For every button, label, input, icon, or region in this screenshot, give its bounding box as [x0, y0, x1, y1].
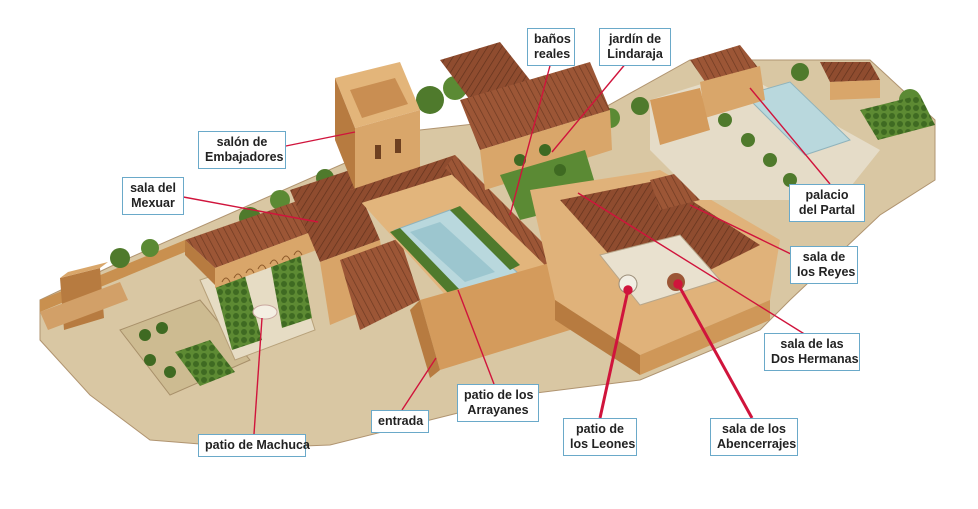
marker-sala-abencerrajes: [673, 279, 683, 289]
upper-block: [440, 42, 612, 220]
label-patio-leones-line2: los Leones: [570, 437, 636, 451]
label-patio-arrayanes: patio de los Arrayanes: [457, 384, 539, 422]
leader-entrada: [401, 357, 437, 411]
leader-sala-reyes: [689, 204, 796, 257]
marker-patio-leones: [623, 285, 633, 295]
label-banos-reales: baños reales: [527, 28, 575, 66]
machuca-garden: [119, 249, 316, 396]
leader-lines: [177, 61, 831, 435]
label-patio-arrayanes-line2: Arrayanes: [467, 403, 529, 417]
leader-palacio-partal: [749, 87, 831, 185]
label-sala-dos-hermanas-line2: Dos Hermanas: [771, 352, 859, 366]
leader-salon-embajadores: [275, 131, 356, 149]
label-palacio-partal-line2: del Partal: [798, 203, 856, 217]
leader-banos-reales: [509, 61, 552, 216]
label-sala-reyes: sala de los Reyes: [790, 246, 858, 284]
label-sala-dos-hermanas-line1: sala de las: [780, 337, 844, 351]
label-sala-abencerrajes-line1: sala de los: [722, 422, 786, 436]
leones-block: [530, 170, 780, 375]
label-jardin-lindaraja: jardín de Lindaraja: [599, 28, 671, 66]
label-sala-mexuar: sala del Mexuar: [122, 177, 184, 215]
label-sala-abencerrajes: sala de los Abencerrajes: [710, 418, 798, 456]
label-patio-leones: patio de los Leones: [563, 418, 637, 456]
leader-sala-mexuar: [177, 195, 319, 223]
label-sala-dos-hermanas: sala de las Dos Hermanas: [764, 333, 860, 371]
label-entrada-line1: entrada: [378, 414, 424, 428]
label-palacio-partal-line1: palacio: [805, 188, 849, 202]
outer-wall: [40, 240, 185, 330]
leader-patio-machuca: [253, 317, 263, 435]
label-patio-leones-line1: patio de: [576, 422, 624, 436]
label-patio-machuca: patio de Machuca: [198, 434, 310, 457]
label-banos-reales-line1: baños: [534, 32, 571, 46]
leader-patio-leones: [598, 289, 630, 419]
label-sala-mexuar-line2: Mexuar: [131, 196, 175, 210]
leader-sala-dos-hermanas: [577, 192, 807, 336]
label-salon-embajadores-line1: salón de: [216, 135, 268, 149]
arrayanes-block: [350, 155, 570, 378]
label-entrada: entrada: [371, 410, 429, 433]
label-banos-reales-line2: reales: [534, 47, 571, 61]
label-sala-abencerrajes-line2: Abencerrajes: [717, 437, 797, 451]
comares-tower: [335, 62, 420, 190]
leader-jardin-lindaraja: [551, 61, 628, 153]
label-jardin-lindaraja-line1: jardín de: [608, 32, 662, 46]
leader-sala-abencerrajes: [676, 283, 754, 419]
label-patio-machuca-line1: patio de Machuca: [205, 438, 310, 452]
label-salon-embajadores: salón de Embajadores: [198, 131, 286, 169]
label-sala-mexuar-line1: sala del: [130, 181, 176, 195]
label-sala-reyes-line2: los Reyes: [797, 265, 856, 279]
partal-area: [650, 45, 935, 200]
label-palacio-partal: palacio del Partal: [789, 184, 865, 222]
leader-patio-arrayanes: [457, 289, 495, 385]
label-jardin-lindaraja-line2: Lindaraja: [607, 47, 663, 61]
label-sala-reyes-line1: sala de: [802, 250, 846, 264]
label-salon-embajadores-line2: Embajadores: [205, 150, 284, 164]
label-patio-arrayanes-line1: patio de los: [464, 388, 534, 402]
